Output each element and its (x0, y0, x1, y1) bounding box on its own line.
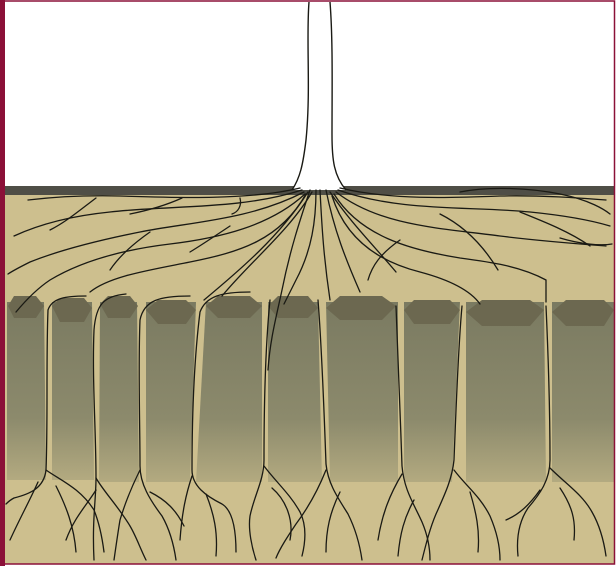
soil-column (146, 302, 196, 482)
soil-column (268, 302, 322, 482)
soil-column (552, 302, 614, 482)
soil-column (326, 302, 398, 482)
soil-column (196, 302, 262, 482)
column-cap (268, 296, 318, 318)
soil-column (466, 302, 546, 482)
column-cap (466, 300, 544, 326)
soil-column (52, 302, 94, 480)
soil-column (7, 302, 46, 480)
soil-column (99, 302, 139, 482)
column-cap (326, 296, 396, 320)
soil-column (404, 302, 460, 482)
column-cap (404, 300, 460, 324)
